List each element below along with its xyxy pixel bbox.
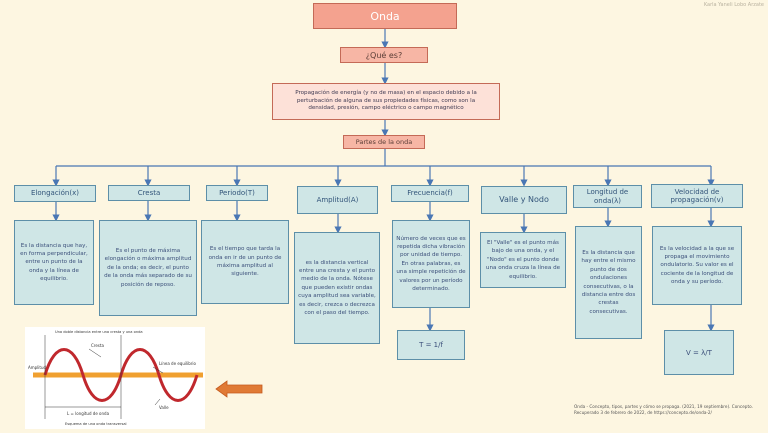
left-arrow-icon bbox=[215, 380, 263, 398]
wave-diagram-svg: Una doble distancia entre una cresta y u… bbox=[28, 330, 203, 426]
part-header-crest: Cresta bbox=[108, 185, 190, 201]
part-desc-period: Es el tiempo que tarda la onda en ir de … bbox=[201, 220, 289, 304]
wave-label-wavelength: L = longitud de onda bbox=[67, 411, 110, 416]
concept-title: Onda bbox=[313, 3, 457, 29]
wave-label-valley: Valle bbox=[159, 405, 169, 410]
crest-pointer bbox=[88, 348, 102, 358]
parts-label-box: Partes de la onda bbox=[343, 135, 425, 149]
equilibrium-pointer bbox=[152, 366, 164, 374]
wave-label-crest: Cresta bbox=[91, 343, 104, 348]
part-header-elongation: Elongación(x) bbox=[14, 185, 96, 202]
part-desc-wavelength: Es la distancia que hay entre el mismo p… bbox=[575, 226, 642, 339]
wave-label-amplitude: Amplitud bbox=[28, 365, 46, 370]
part-desc-elongation: Es la distancia que hay, en forma perpen… bbox=[14, 220, 94, 305]
wave-caption: Esquema de una onda transversal bbox=[65, 422, 127, 426]
citation-text: Onda - Concepto, tipos, partes y cómo se… bbox=[574, 404, 753, 416]
definition-box: Propagación de energía (y no de masa) en… bbox=[272, 83, 500, 120]
part-desc-amplitude: es la distancia vertical entre una crest… bbox=[294, 232, 380, 344]
part-header-amplitude: Amplitud(A) bbox=[297, 186, 378, 214]
part-header-wavelength: Longitud de onda(λ) bbox=[573, 185, 642, 208]
wave-label-distance: Una doble distancia entre una cresta y u… bbox=[55, 330, 143, 334]
wave-label-equilibrium: Línea de equilibrio bbox=[159, 361, 196, 366]
question-box: ¿Qué es? bbox=[340, 47, 428, 63]
valley-pointer bbox=[154, 398, 161, 406]
part-desc-valley-node: El "Valle" es el punto más bajo de una o… bbox=[480, 232, 566, 288]
part-desc-velocity: Es la velocidad a la que se propaga el m… bbox=[652, 226, 742, 305]
formula-frequency: T = 1/f bbox=[397, 330, 465, 360]
part-desc-frequency: Número de veces que es repetida dicha vi… bbox=[392, 220, 470, 308]
formula-velocity: V = λ/T bbox=[664, 330, 734, 375]
part-header-velocity: Velocidad de propagación(v) bbox=[651, 184, 743, 208]
part-desc-crest: Es el punto de máxima elongación o máxim… bbox=[99, 220, 197, 316]
part-header-period: Periodo(T) bbox=[206, 185, 268, 201]
part-header-valley-node: Valle y Nodo bbox=[481, 186, 567, 214]
part-header-frequency: Frecuencia(f) bbox=[391, 185, 469, 202]
wave-diagram: Una doble distancia entre una cresta y u… bbox=[25, 327, 205, 429]
author-name: Karla Yaneli Lobo Arzate bbox=[703, 2, 764, 8]
